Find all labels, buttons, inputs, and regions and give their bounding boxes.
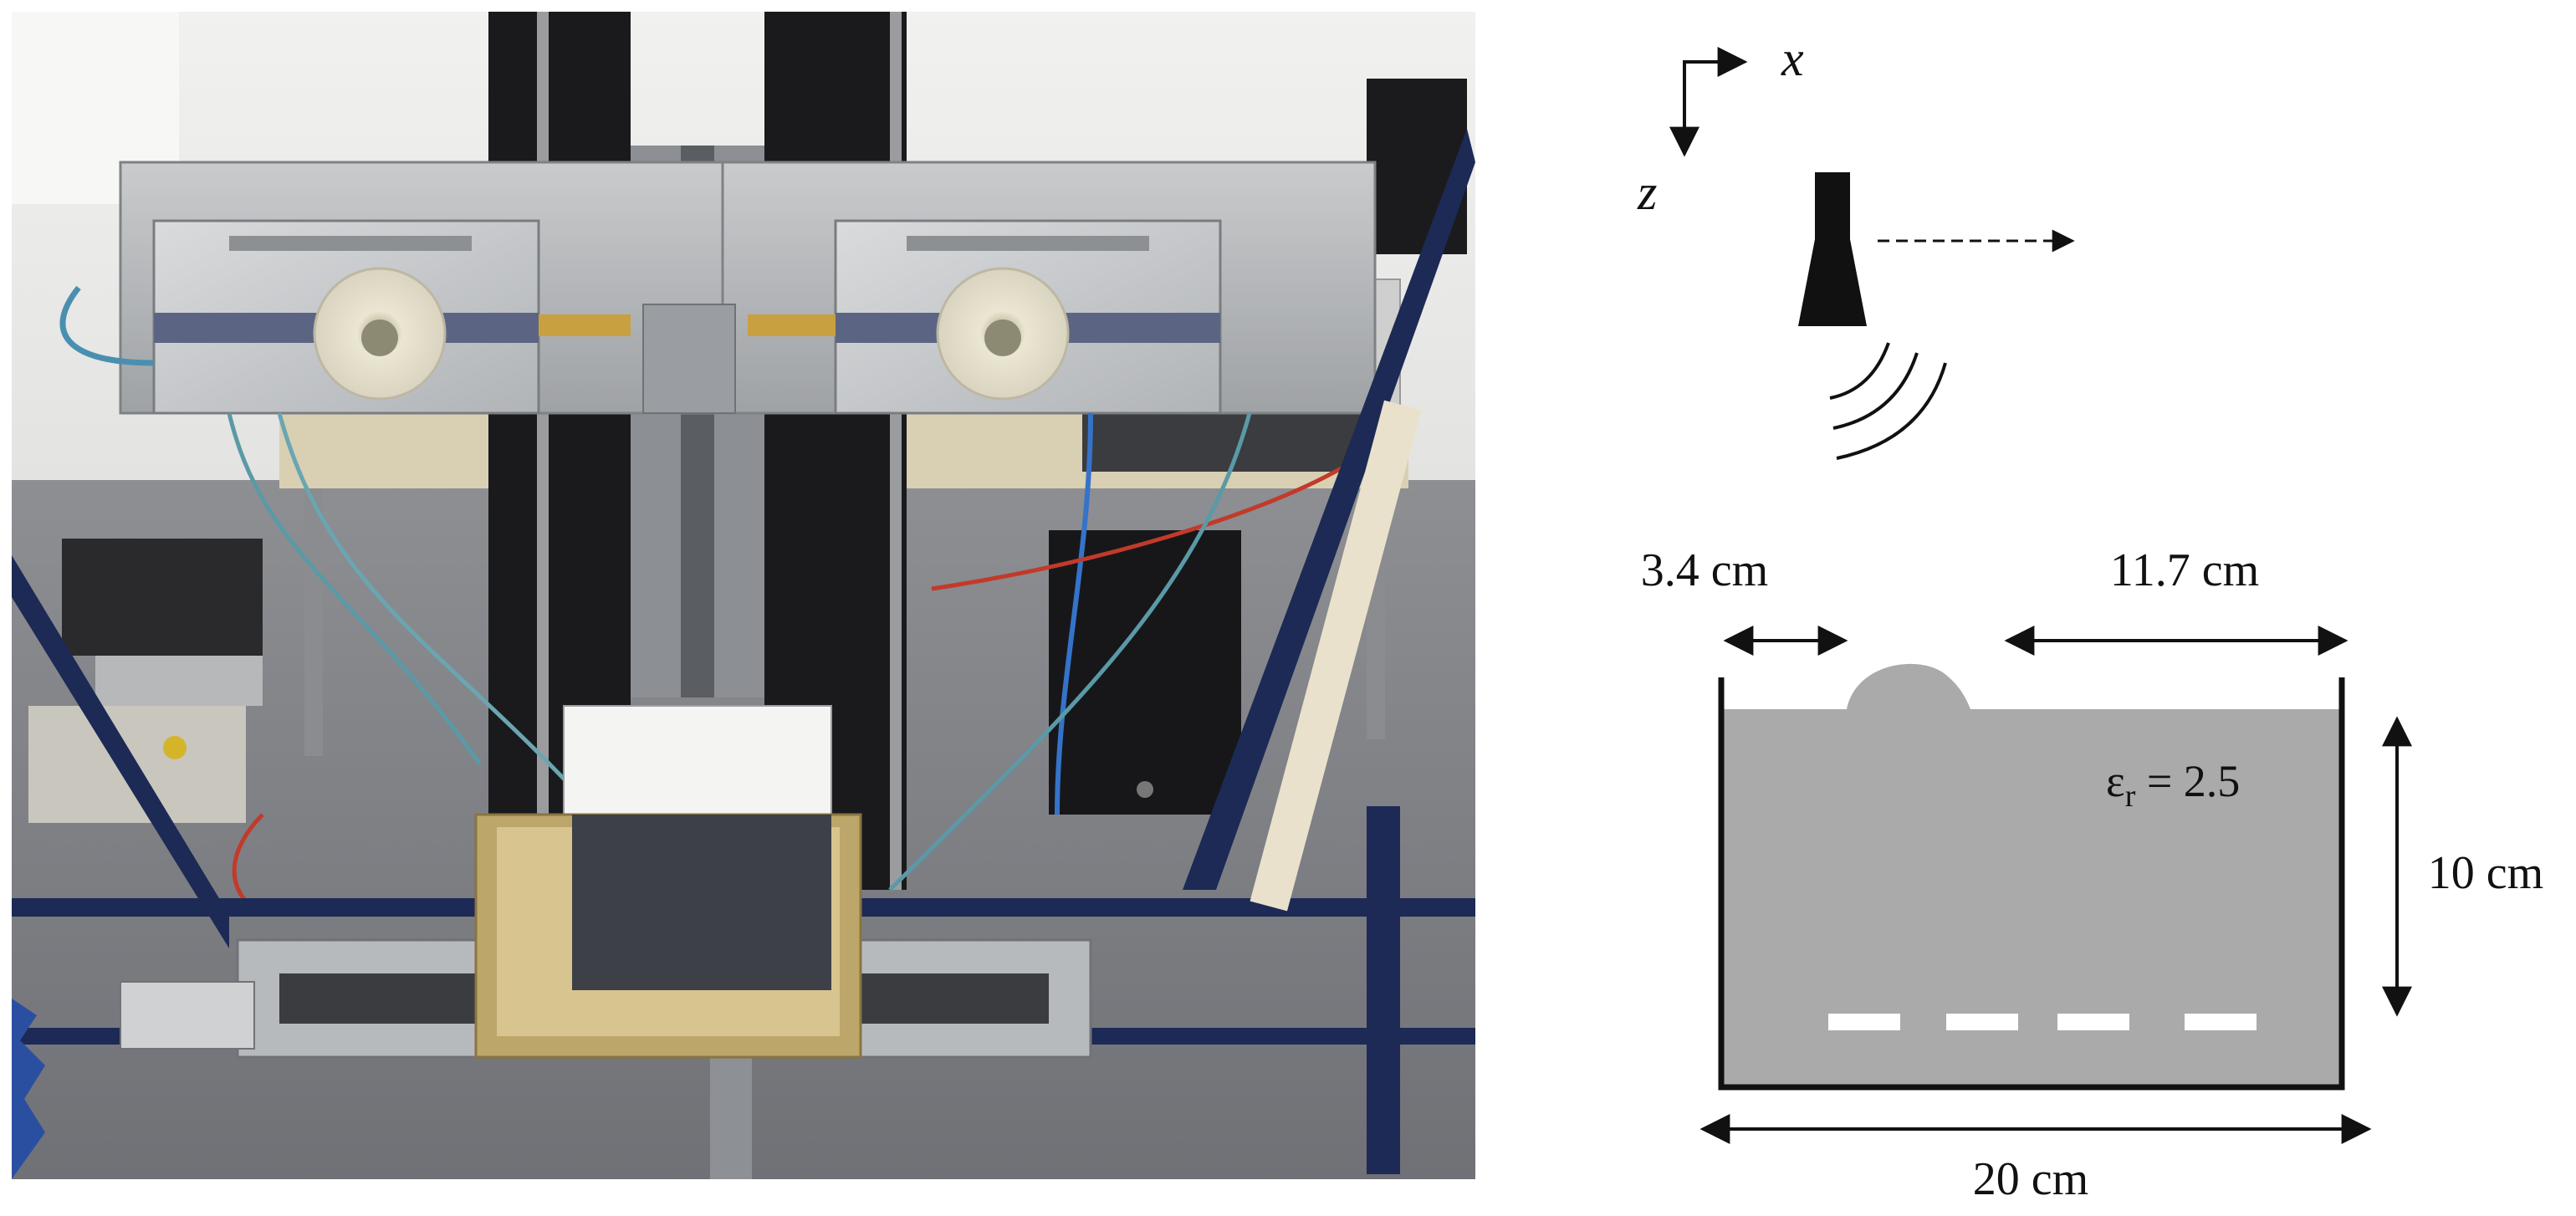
right-offset-label: 11.7 cm xyxy=(2110,544,2259,596)
buried-target-2 xyxy=(1946,1014,2018,1030)
dielectric-fill xyxy=(1721,663,2342,1086)
measurement-setup-photo xyxy=(12,12,1475,1179)
stage-motor xyxy=(120,981,255,1050)
absorber-spikes xyxy=(12,999,45,1179)
z-axis-label: z xyxy=(1637,165,1657,220)
cable-teal-2 xyxy=(277,412,599,816)
measurement-geometry-diagram: x z 3.4 cm 11.7 cm εr = 2.5 10 cm 20 cm xyxy=(1637,31,2543,1205)
depth-label: 10 cm xyxy=(2428,847,2543,899)
vent-grill xyxy=(95,656,263,706)
sample-container: εr = 2.5 xyxy=(1718,663,2345,1091)
coupler-block xyxy=(642,304,736,414)
buried-target-1 xyxy=(1828,1014,1900,1030)
coordinate-axes: x z xyxy=(1637,31,1804,220)
permittivity-value: = 2.5 xyxy=(2135,756,2240,806)
cable-red xyxy=(931,461,1352,591)
radar-absorber-panel xyxy=(572,815,831,990)
permittivity-subscript: r xyxy=(2125,779,2136,814)
radar-vent-left xyxy=(229,236,472,251)
container-walls xyxy=(1718,677,2345,1091)
absorber-box-back xyxy=(563,705,832,832)
horn-antenna xyxy=(1798,172,1867,326)
desk-leg-left xyxy=(304,488,323,756)
frame-diagonal-left xyxy=(12,555,229,948)
cable-teal-3 xyxy=(888,412,1252,892)
radar-vent-right xyxy=(907,236,1149,251)
frame-leg-right xyxy=(1367,806,1400,1174)
wood-panel xyxy=(1250,400,1422,912)
buried-target-4 xyxy=(2185,1014,2257,1030)
vent-unit xyxy=(62,539,263,656)
lens-center-left xyxy=(361,319,398,356)
wave-arc-2 xyxy=(1832,352,1919,430)
lens-center-right xyxy=(984,319,1021,356)
wave-arc-3 xyxy=(1836,362,1947,460)
stage-post xyxy=(710,1057,752,1179)
permittivity-symbol: ε xyxy=(2106,756,2125,806)
pc-logo xyxy=(1137,781,1153,798)
cable-blue-2 xyxy=(1055,412,1093,815)
control-knob xyxy=(163,736,187,759)
wave-arc-1 xyxy=(1829,342,1890,400)
antenna-horn-icon xyxy=(1798,239,1867,326)
buried-target-3 xyxy=(2057,1014,2129,1030)
rf-connector-right xyxy=(748,314,836,336)
left-offset-label: 3.4 cm xyxy=(1641,544,1768,596)
lead-screw-right xyxy=(890,12,902,890)
cable-teal-1 xyxy=(227,412,483,766)
width-label: 20 cm xyxy=(1973,1153,2088,1205)
x-axis-label: x xyxy=(1781,31,1804,86)
permittivity-label: εr = 2.5 xyxy=(2106,756,2240,814)
wave-emission-icon xyxy=(1829,342,1947,460)
cable-blue-1 xyxy=(59,285,155,366)
rf-connector-left xyxy=(539,314,631,336)
antenna-feed xyxy=(1815,172,1850,239)
frame-diagonal-right xyxy=(1183,129,1475,890)
